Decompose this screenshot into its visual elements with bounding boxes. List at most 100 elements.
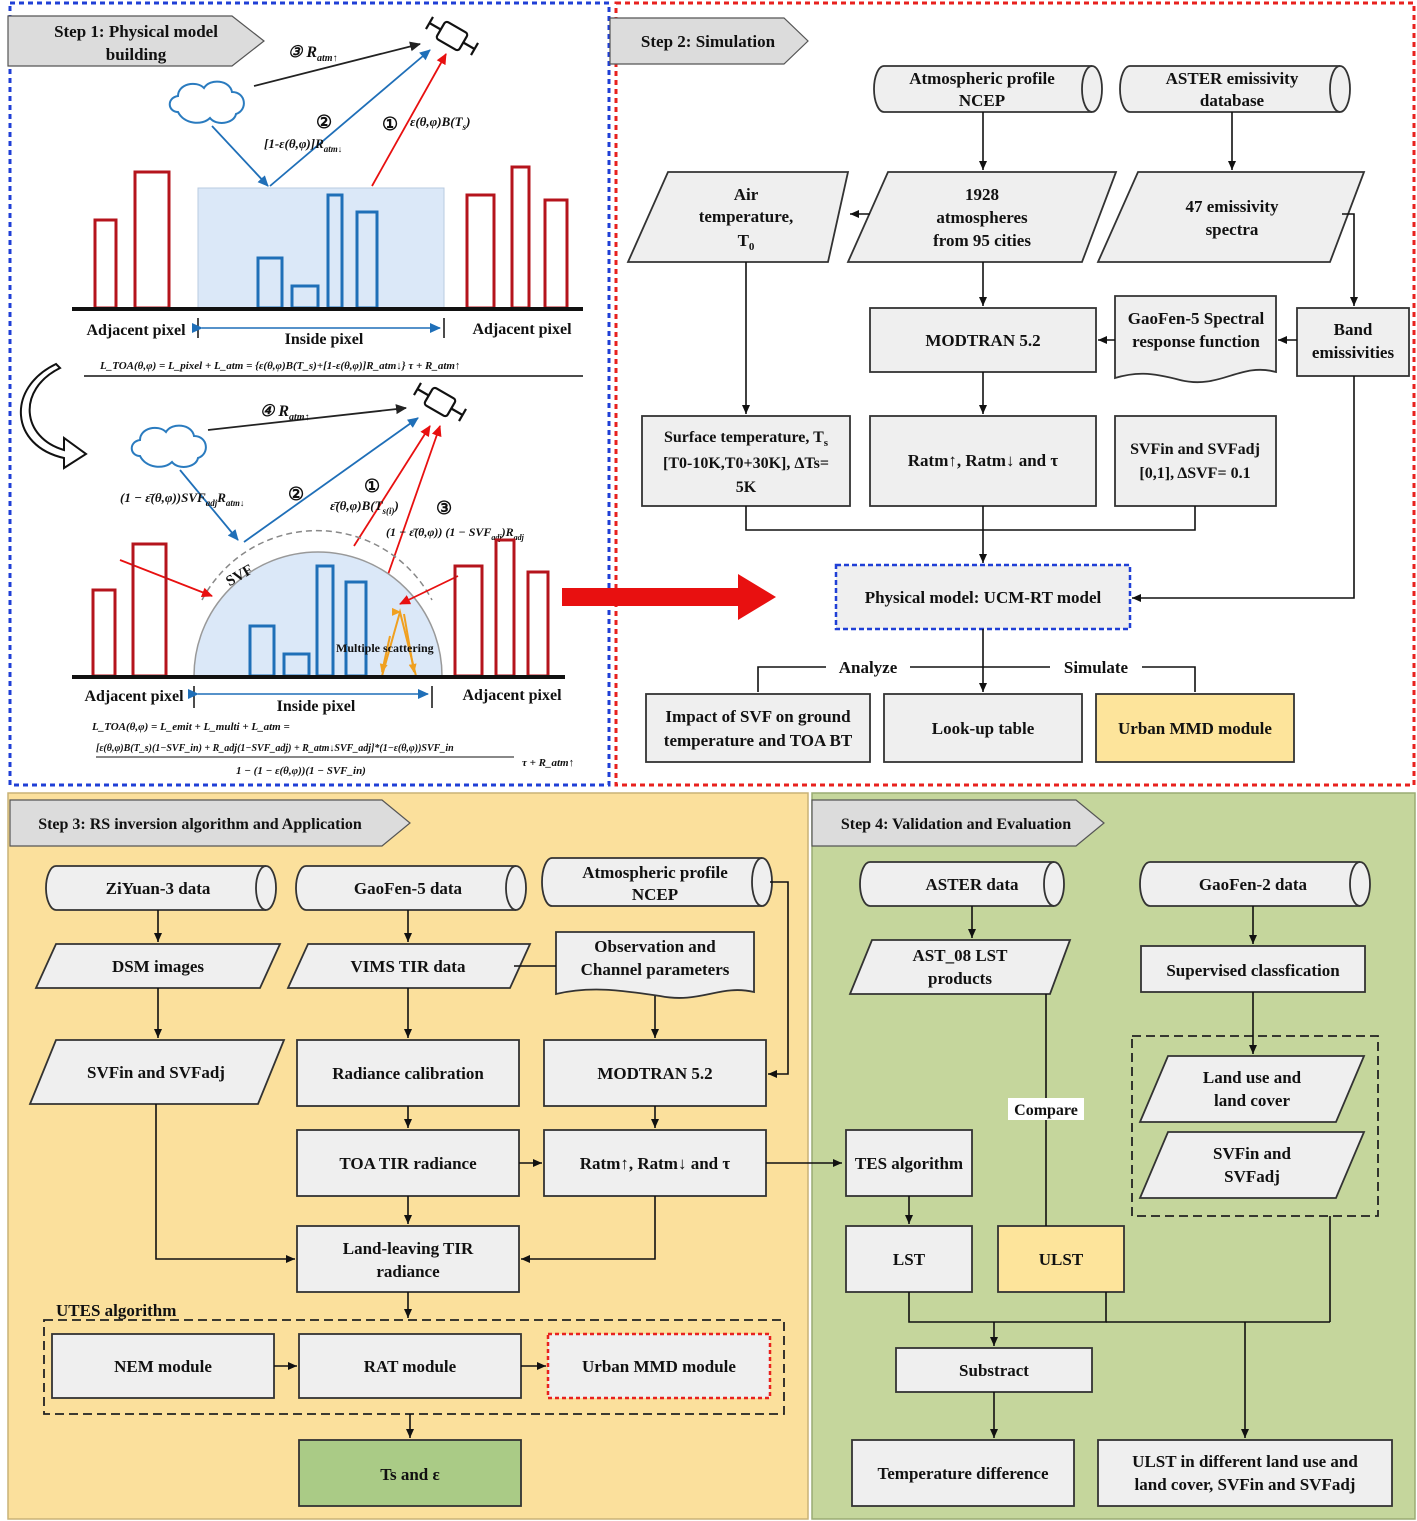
step4-lst: LST [845, 1225, 973, 1293]
svg-text:Urban MMD module: Urban MMD module [582, 1357, 736, 1376]
step4-aster-db: ASTER data [859, 861, 1065, 907]
svg-text:5K: 5K [736, 479, 757, 496]
step3-modtran: MODTRAN 5.2 [543, 1039, 767, 1107]
step3-land-leaving: Land-leaving TIR radiance [296, 1225, 520, 1293]
svg-text:①: ① [382, 114, 398, 134]
svg-text:Land-leaving TIR: Land-leaving TIR [343, 1239, 474, 1258]
step3-connectors [154, 881, 842, 1438]
svg-text:ASTER data: ASTER data [925, 875, 1019, 894]
svg-text:ε̄(θ,φ)B(Ts(i)): ε̄(θ,φ)B(Ts(i)) [330, 498, 399, 516]
svg-text:response function: response function [1132, 332, 1260, 351]
svg-text:building: building [106, 45, 167, 64]
svg-text:TES algorithm: TES algorithm [855, 1154, 963, 1173]
step3-atm-profile-db: Atmospheric profile NCEP [541, 857, 773, 907]
analyze-label: Analyze [839, 658, 898, 677]
svg-text:②: ② [316, 112, 332, 132]
svg-text:Land use and: Land use and [1203, 1068, 1302, 1087]
svg-text:Ratm↑, Ratm↓ and τ: Ratm↑, Ratm↓ and τ [908, 451, 1059, 470]
svg-text:SVFin and: SVFin and [1213, 1144, 1291, 1163]
svg-text:MODTRAN 5.2: MODTRAN 5.2 [597, 1064, 712, 1083]
step2-band-emissivities: Band emissivities [1296, 307, 1410, 377]
svg-text:Step 3: RS inversion algorithm: Step 3: RS inversion algorithm and Appli… [38, 816, 362, 833]
svg-text:AST_08 LST: AST_08 LST [913, 946, 1009, 965]
multiple-scattering-label: Multiple scattering [336, 641, 434, 655]
step2-lookup-table: Look-up table [883, 693, 1083, 763]
step2-svf-range: SVFin and SVFadj [0,1], ΔSVF= 0.1 [1114, 415, 1277, 507]
svg-text:ULST: ULST [1039, 1250, 1084, 1269]
svg-text:Surface temperature, Ts: Surface temperature, Ts [664, 429, 829, 449]
step2-atmospheres: 1928 atmospheres from 95 cities [846, 171, 1118, 263]
svg-text:MODTRAN 5.2: MODTRAN 5.2 [925, 331, 1040, 350]
svg-text:ε(θ,φ)B(Ts): ε(θ,φ)B(Ts) [410, 114, 470, 132]
svg-text:T0: T0 [738, 231, 755, 253]
cloud-icon [168, 80, 245, 124]
step3-vims-tir: VIMS TIR data [286, 943, 532, 989]
step2-modtran: MODTRAN 5.2 [869, 307, 1097, 373]
adjacent-pixel-right-label: Adjacent pixel [472, 321, 572, 338]
svg-text:τ + R_atm↑: τ + R_atm↑ [522, 757, 574, 769]
svg-text:47 emissivity: 47 emissivity [1185, 197, 1279, 216]
step2-atm-profile-db: Atmospheric profile NCEP [873, 65, 1103, 113]
step4-gaofen2-db: GaoFen-2 data [1139, 861, 1371, 907]
step3-gaofen5-db: GaoFen-5 data [295, 865, 527, 911]
step4-ulst: ULST [997, 1225, 1125, 1293]
svg-text:GaoFen-5 Spectral: GaoFen-5 Spectral [1128, 309, 1265, 328]
svg-text:Adjacent pixel: Adjacent pixel [84, 688, 184, 705]
step3-urban-mmd: Urban MMD module [546, 1332, 772, 1400]
step3-ziyuan-db: ZiYuan-3 data [45, 865, 277, 911]
step4-ulst-landuse: ULST in different land use and land cove… [1097, 1439, 1393, 1507]
svg-text:[1-ε(θ,φ)]Ratm↓: [1-ε(θ,φ)]Ratm↓ [264, 136, 342, 154]
step1-top-scene: ③ Ratm↑ ② [1-ε(θ,φ)]Ratm↓ ① ε(θ,φ)B(Ts) … [72, 16, 583, 377]
svg-text:1928: 1928 [965, 185, 999, 204]
svg-text:Urban MMD module: Urban MMD module [1118, 719, 1272, 738]
svg-text:Temperature difference: Temperature difference [877, 1464, 1049, 1483]
step3-ratm: Ratm↑, Ratm↓ and τ [543, 1129, 767, 1197]
svg-text:Air: Air [734, 185, 759, 204]
step3-title-tag: Step 3: RS inversion algorithm and Appli… [9, 799, 411, 847]
svg-text:SVFin and SVFadj: SVFin and SVFadj [1130, 441, 1260, 458]
step3-observation-params: Observation and Channel parameters [555, 931, 755, 999]
step4-svf: SVFin and SVFadj [1138, 1131, 1366, 1199]
svg-text:③ Ratm↑: ③ Ratm↑ [288, 44, 338, 64]
svg-text:ZiYuan-3 data: ZiYuan-3 data [106, 879, 211, 898]
svg-text:Observation and: Observation and [594, 937, 716, 956]
step4-substract: Substract [895, 1347, 1093, 1393]
step1-to-step2-arrow [562, 574, 776, 620]
svg-text:RAT module: RAT module [364, 1357, 457, 1376]
step1-title-tag: Step 1: Physical model building [7, 15, 265, 67]
step1-bottom-scene: ④ Ratm↑ (1 − ε̄(θ,φ))SVFadjRatm↓ ② ① ε̄(… [72, 382, 574, 777]
step3-utes-group [43, 1319, 785, 1415]
svg-text:[ε(θ,φ)B(T_s)(1−SVF_in) + R_ad: [ε(θ,φ)B(T_s)(1−SVF_in) + R_adj(1−SVF_ad… [96, 743, 454, 754]
step3-dsm-images: DSM images [34, 943, 282, 989]
svg-text:Atmospheric profile: Atmospheric profile [582, 863, 728, 882]
step2-emissivity-spectra: 47 emissivity spectra [1096, 171, 1366, 263]
inside-pixel-label: Inside pixel [285, 331, 364, 348]
svg-text:1 − (1 − ε(θ,φ))(1 − SVF_in): 1 − (1 − ε(θ,φ))(1 − SVF_in) [236, 765, 366, 777]
satellite-icon [413, 382, 467, 422]
svg-text:Inside pixel: Inside pixel [277, 698, 356, 715]
step2-aster-emissivity-db: ASTER emissivity database [1119, 65, 1351, 113]
svg-text:atmospheres: atmospheres [936, 208, 1028, 227]
svg-text:land cover: land cover [1214, 1091, 1290, 1110]
svg-text:spectra: spectra [1206, 220, 1259, 239]
svg-text:products: products [928, 969, 992, 988]
svg-text:Adjacent pixel: Adjacent pixel [462, 687, 562, 704]
svg-text:DSM images: DSM images [112, 957, 204, 976]
step4-land-use: Land use and land cover [1138, 1055, 1366, 1123]
svg-text:NCEP: NCEP [959, 91, 1005, 110]
step3-nem-module: NEM module [51, 1333, 275, 1399]
step2-title-tag: Step 2: Simulation [609, 17, 809, 65]
svg-text:Physical model: UCM-RT model: Physical model: UCM-RT model [865, 588, 1102, 607]
svg-text:L_TOA(θ,φ) = L_emit + L_multi: L_TOA(θ,φ) = L_emit + L_multi + L_atm = [91, 721, 290, 733]
step1-panel [8, 1, 611, 787]
cloud-icon [130, 424, 207, 468]
simulate-label: Simulate [1064, 658, 1129, 677]
svg-text:②: ② [288, 484, 304, 504]
svg-text:radiance: radiance [376, 1262, 440, 1281]
step2-impact-svf: Impact of SVF on ground temperature and … [645, 693, 871, 763]
step4-connectors [905, 906, 1331, 1438]
step4-tes-algorithm: TES algorithm [845, 1129, 973, 1197]
step3-radiance-calibration: Radiance calibration [296, 1039, 520, 1107]
step2-gaofen-srf: GaoFen-5 Spectral response function [1114, 295, 1277, 384]
